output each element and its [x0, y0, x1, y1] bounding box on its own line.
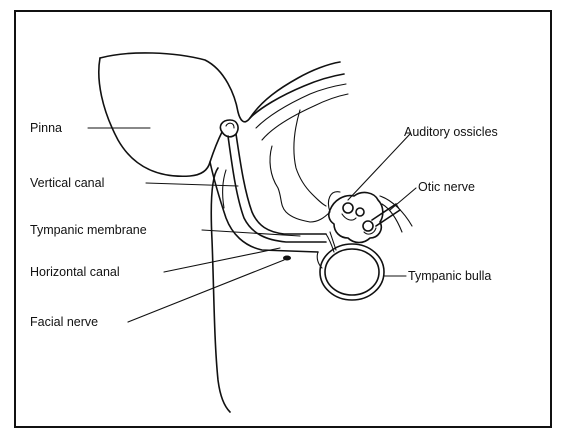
label-auditory-ossicles: Auditory ossicles: [404, 125, 498, 139]
skull-bone-shape: [270, 110, 412, 232]
tympanic-bulla-shape: [317, 244, 384, 300]
leader-facial-nerve: [128, 260, 284, 322]
ear-canal-shape: [210, 74, 348, 252]
descending-nerve-line: [211, 168, 230, 412]
leader-vertical-canal: [146, 183, 238, 186]
label-horizontal-canal: Horizontal canal: [30, 265, 120, 279]
leader-tympanic-membrane: [202, 230, 300, 236]
leader-auditory-ossicles: [348, 134, 410, 200]
label-tympanic-membrane: Tympanic membrane: [30, 223, 147, 237]
label-facial-nerve: Facial nerve: [30, 315, 98, 329]
label-vertical-canal: Vertical canal: [30, 176, 104, 190]
label-otic-nerve: Otic nerve: [418, 180, 475, 194]
ossicles-shape: [326, 193, 383, 252]
pinna-shape: [99, 53, 340, 176]
leader-otic-nerve: [390, 188, 416, 210]
label-tympanic-bulla: Tympanic bulla: [408, 269, 491, 283]
label-pinna: Pinna: [30, 121, 62, 135]
